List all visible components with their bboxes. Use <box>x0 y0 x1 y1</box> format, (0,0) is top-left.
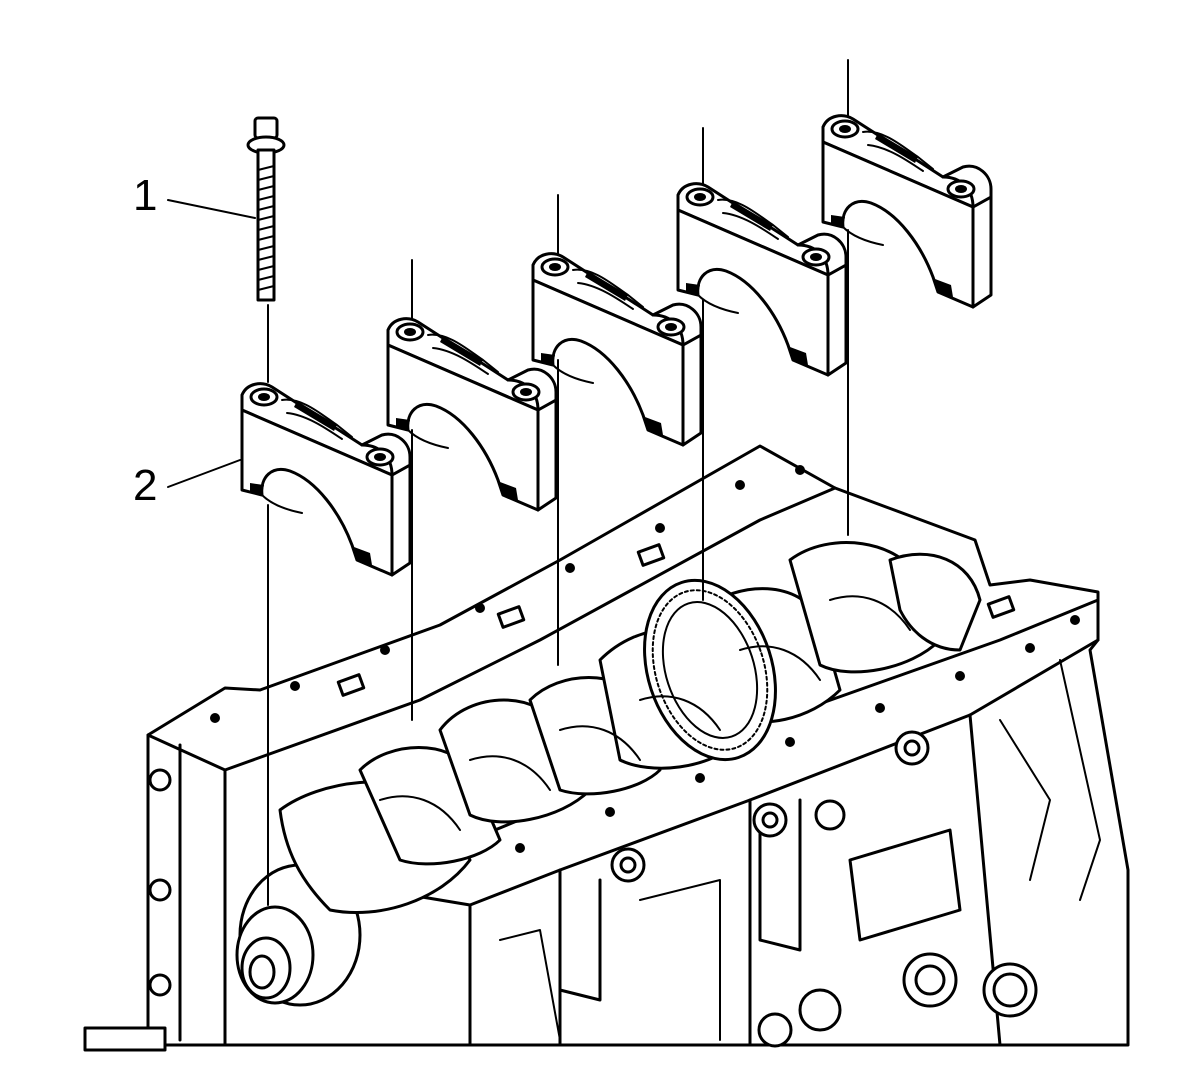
alignment-lines <box>267 59 849 906</box>
bearing-cap-2 <box>386 317 558 512</box>
crankshaft <box>235 541 982 1007</box>
callout-1-label: 1 <box>133 171 158 220</box>
callout-2-label: 2 <box>133 461 158 510</box>
callout-leaders <box>167 199 256 488</box>
bearing-cap-bolt <box>246 116 286 302</box>
